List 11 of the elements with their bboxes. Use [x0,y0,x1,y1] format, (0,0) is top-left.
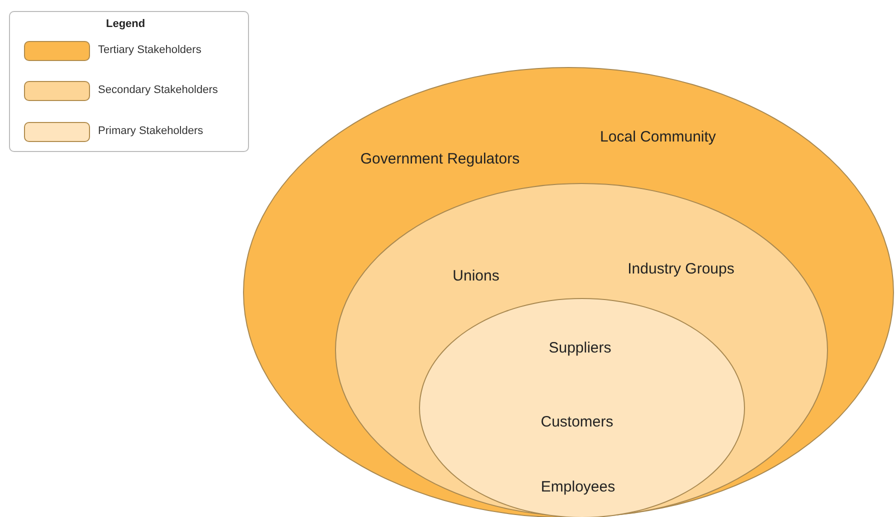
legend-title: Legend [106,18,146,30]
legend-text: Primary Stakeholders [98,125,204,137]
stakeholder-label: Local Community [600,128,716,146]
legend-text: Secondary Stakeholders [98,84,218,96]
stakeholder-label: Unions [452,268,500,284]
stakeholder-label: Government Regulators [360,150,520,168]
legend-text: Tertiary Stakeholders [98,44,202,56]
stakeholder-label: Customers [540,414,614,430]
stakeholder-label: Suppliers [548,340,612,356]
stakeholder-label: Industry Groups [628,260,734,278]
stakeholder-label: Employees [540,478,616,496]
